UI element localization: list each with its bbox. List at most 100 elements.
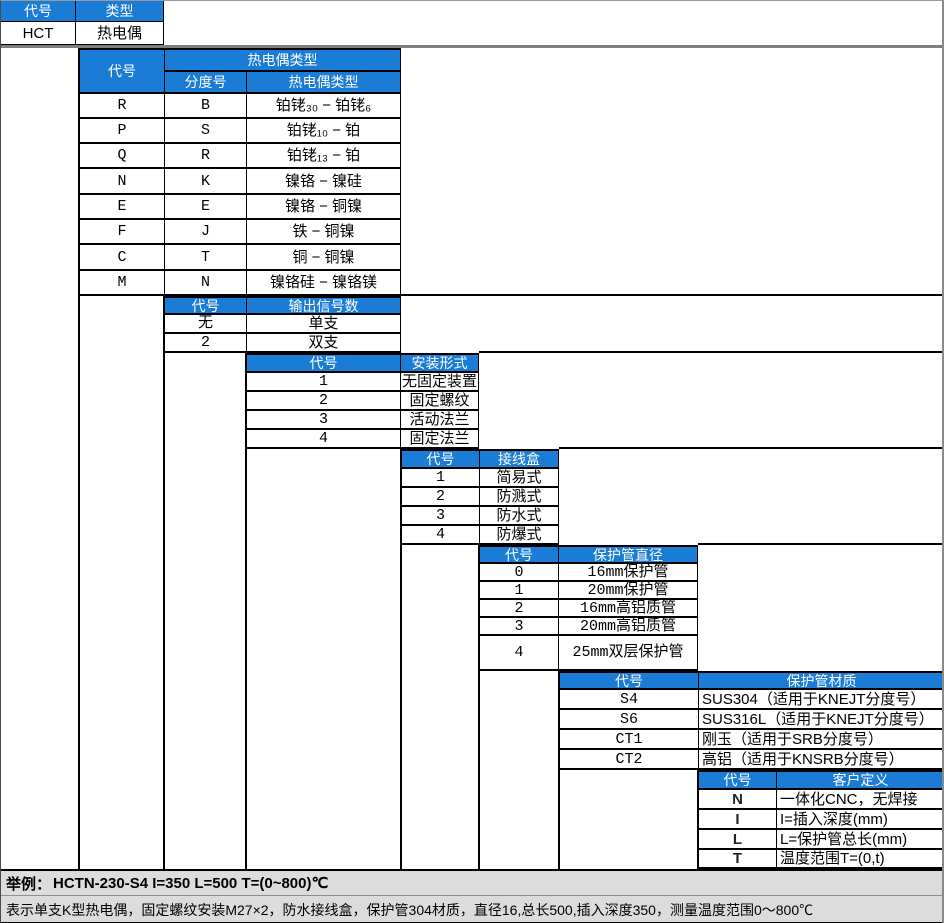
continuation-column [164,353,246,869]
value-cell: 固定螺纹 [401,392,478,409]
value-cell: 无固定装置 [401,373,478,390]
model-code-cell: HCT [1,22,75,44]
row-separator-line [479,351,942,353]
value-cell: L=保护管总长(mm) [777,830,942,848]
value-cell: 防溅式 [480,488,558,505]
column-header-type: 类型 [76,1,163,21]
value-cell: 双支 [247,334,400,351]
code-cell: N [699,790,776,808]
footer-band: 举例： HCTN-230-S4 I=350 L=500 T=(0~800)℃ 表… [1,869,942,923]
code-cell: 4 [247,430,400,447]
continuation-column [401,545,479,869]
column-header-type-name: 热电偶类型 [247,72,400,92]
type-name-cell: 铂铑₁₃ − 铂 [247,144,400,167]
code-cell: F [80,220,164,243]
code-cell: T [699,850,776,867]
value-cell: 固定法兰 [401,430,478,447]
continuation-column [246,449,401,869]
type-name-cell: 铂铑₁₀ − 铂 [247,119,400,142]
code-cell: 无 [165,315,246,332]
graduation-cell: N [165,271,246,294]
code-cell: M [80,271,164,294]
column-header-code: 代号 [480,547,558,562]
value-cell: SUS316L（适用于KNEJT分度号） [699,710,942,728]
column-header-value: 安装形式 [401,355,478,371]
code-cell: S4 [560,690,698,708]
value-cell: 25mm双层保护管 [559,636,697,669]
code-cell: R [80,94,164,117]
graduation-cell: T [165,245,246,269]
section-divider [1,45,942,48]
code-cell: Q [80,144,164,167]
row-separator-line [698,543,942,545]
value-cell: 20mm保护管 [559,582,697,598]
code-cell: L [699,830,776,848]
code-cell: 2 [402,488,479,505]
continuation-column [79,296,164,869]
model-type-cell: 热电偶 [76,22,163,44]
type-name-cell: 铂铑₃₀ − 铂铑₆ [247,94,400,117]
code-cell: CT1 [560,730,698,748]
example-label: 举例： [6,875,52,893]
type-name-cell: 镍铬 − 镍硅 [247,169,400,193]
type-name-cell: 镍铬硅 − 镍铬镁 [247,271,400,294]
value-cell: I=插入深度(mm) [777,810,942,828]
code-cell: 4 [402,526,479,543]
column-header-value: 保护管材质 [699,673,942,688]
value-cell: 简易式 [480,469,558,486]
continuation-column [479,671,559,869]
column-header-code: 代号 [165,298,246,313]
mounting-type-table: 代号 安装形式 1 无固定装置 2 固定螺纹 3 活动法兰 4 固定法兰 [246,353,479,449]
type-name-cell: 镍铬 − 铜镍 [247,195,400,218]
value-cell: 单支 [247,315,400,332]
type-name-cell: 铁 − 铜镍 [247,220,400,243]
column-header-value: 输出信号数 [247,298,400,313]
value-cell: SUS304（适用于KNEJT分度号） [699,690,942,708]
code-cell: S6 [560,710,698,728]
value-cell: 16mm保护管 [559,564,697,580]
graduation-cell: J [165,220,246,243]
code-cell: E [80,195,164,218]
output-signal-table: 代号 输出信号数 无 单支 2 双支 [164,296,401,353]
value-cell: 温度范围T=(0,t) [777,850,942,867]
row-separator-line [401,294,942,296]
customer-definition-table: 代号 客户定义 N 一体化CNC，无焊接 I I=插入深度(mm) L L=保护… [698,770,942,869]
value-cell: 防爆式 [480,526,558,543]
code-cell: 1 [480,582,558,598]
graduation-cell: S [165,119,246,142]
value-cell: 20mm高铝质管 [559,618,697,634]
tube-material-table: 代号 保护管材质 S4 SUS304（适用于KNEJT分度号） S6 SUS31… [559,671,942,770]
row-separator-line [559,447,942,449]
column-header-code: 代号 [1,1,75,21]
code-cell: 0 [480,564,558,580]
column-header-value: 保护管直径 [559,547,697,562]
code-cell: P [80,119,164,142]
code-cell: 2 [480,600,558,616]
code-cell: N [80,169,164,193]
graduation-cell: R [165,144,246,167]
column-header-graduation: 分度号 [165,72,246,92]
thermocouple-type-table: 代号 热电偶类型 分度号 热电偶类型 R B 铂铑₃₀ − 铂铑₆ P S 铂铑… [79,48,401,296]
code-cell: C [80,245,164,269]
column-header-value: 接线盒 [480,451,558,467]
tube-diameter-table: 代号 保护管直径 0 16mm保护管 1 20mm保护管 2 16mm高铝质管 … [479,545,698,671]
junction-box-table: 代号 接线盒 1 简易式 2 防溅式 3 防水式 4 防爆式 [401,449,559,545]
value-cell: 16mm高铝质管 [559,600,697,616]
column-header-code: 代号 [80,50,164,92]
code-cell: 3 [480,618,558,634]
value-cell: 高铝（适用于KNSRB分度号） [699,750,942,768]
graduation-cell: K [165,169,246,193]
graduation-cell: B [165,94,246,117]
column-header-code: 代号 [402,451,479,467]
code-cell: 4 [480,636,558,669]
value-cell: 防水式 [480,507,558,524]
column-header-code: 代号 [699,772,776,788]
continuation-column [1,48,79,869]
code-cell: 3 [402,507,479,524]
code-cell: 1 [247,373,400,390]
graduation-cell: E [165,195,246,218]
column-header-code: 代号 [560,673,698,688]
continuation-column [559,770,698,869]
model-code-table: 代号 类型 HCT 热电偶 [1,1,164,45]
